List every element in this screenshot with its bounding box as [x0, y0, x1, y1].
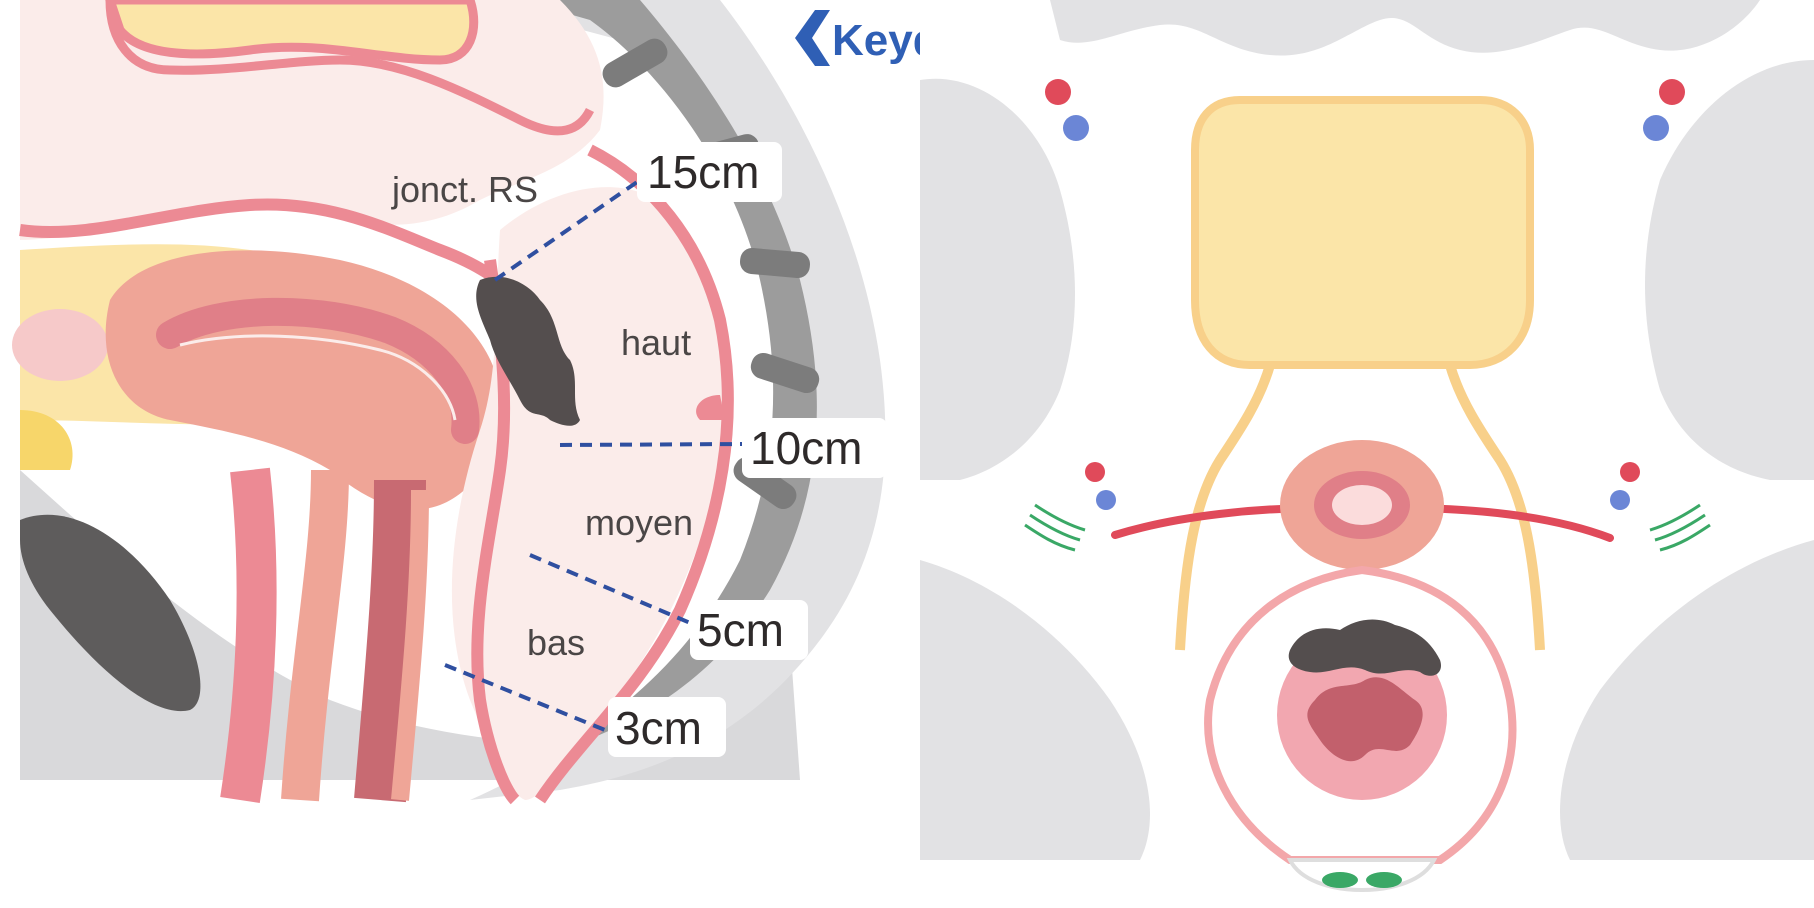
svg-text:15cm: 15cm — [647, 146, 759, 198]
bladder — [1191, 96, 1534, 369]
marker-3cm: 3cm — [608, 697, 726, 757]
left-ischium — [920, 560, 1150, 860]
endometrium-line — [179, 334, 457, 421]
sphincter-right — [1366, 872, 1402, 888]
label-upper: haut — [621, 322, 691, 363]
cervical-canal — [1332, 485, 1392, 525]
right-femoral-bone — [1645, 60, 1814, 480]
adnexa-yellow — [20, 410, 73, 470]
artery-dot — [1659, 79, 1685, 105]
marker-5cm: 5cm — [690, 600, 808, 660]
svg-text:5cm: 5cm — [697, 604, 784, 656]
rectal-fold — [696, 395, 725, 420]
line-3cm — [444, 663, 606, 732]
sigmoid-wall — [19, 198, 525, 305]
line-15cm — [493, 178, 642, 282]
nerves — [1024, 503, 1711, 552]
line-5cm — [529, 553, 696, 627]
anal-canal — [1286, 858, 1438, 893]
svg-text:10cm: 10cm — [750, 422, 862, 474]
svg-text:3cm: 3cm — [615, 702, 702, 754]
tumor — [476, 276, 580, 426]
ovary — [12, 309, 108, 381]
artery-dot — [1620, 462, 1640, 482]
vagina-lining — [391, 489, 429, 801]
distance-lines — [444, 178, 746, 732]
vagina-wall — [354, 479, 426, 803]
vessels — [1045, 79, 1685, 510]
marker-10cm: 10cm — [742, 418, 887, 478]
marker-15cm: 15cm — [637, 142, 782, 202]
sphincter-left — [1322, 872, 1358, 888]
bowel-loop — [105, 0, 595, 136]
iliac-top — [1050, 0, 1760, 56]
urethra — [281, 469, 349, 802]
pubic-bone — [20, 514, 201, 712]
label-middle: moyen — [585, 502, 693, 543]
right-ureter — [1445, 363, 1545, 651]
tumor-axial — [1288, 619, 1441, 676]
label-junction: jonct. RS — [391, 169, 538, 210]
logo-chevron-icon — [795, 10, 830, 66]
sagittal-view: jonct. RS haut moyen bas 15cm 10cm 5cm 3… — [12, 0, 890, 805]
bowel-upper — [105, 0, 479, 65]
perineal-muscle — [220, 467, 277, 804]
vein-dot — [1096, 490, 1116, 510]
artery-dot — [1045, 79, 1071, 105]
left-ureter — [1175, 363, 1275, 651]
pelvic-soft-tissue — [20, 470, 800, 780]
label-lower: bas — [527, 622, 585, 663]
vein-dot — [1063, 115, 1089, 141]
uterine-cavity — [156, 297, 480, 444]
rectal-mucosa — [1307, 677, 1423, 762]
artery-dot — [1085, 462, 1105, 482]
axial-view — [920, 0, 1814, 893]
right-ischium — [1560, 540, 1814, 860]
left-femoral-bone — [920, 78, 1075, 480]
line-10cm — [559, 442, 746, 447]
vein-dot — [1610, 490, 1630, 510]
vein-dot — [1643, 115, 1669, 141]
